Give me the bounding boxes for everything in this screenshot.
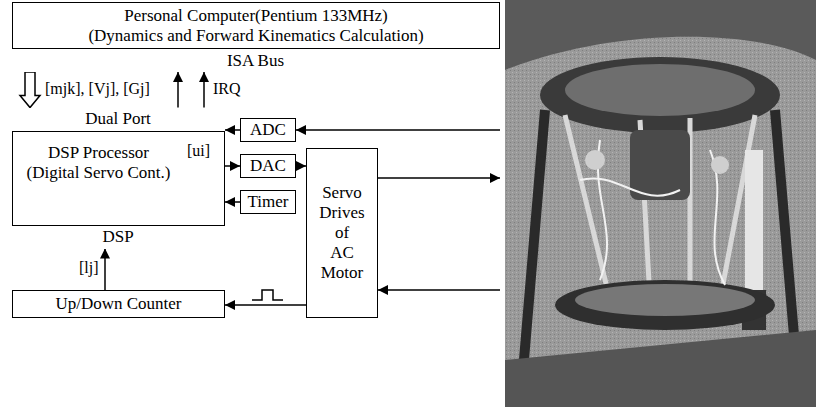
- connector-arrow: [225, 165, 240, 167]
- connector-arrow: [225, 201, 240, 203]
- signal-label: [mjk], [Vj], [Gj]: [44, 80, 151, 98]
- node-text: Servo Drives of AC Motor: [311, 183, 373, 283]
- robot-photo: [505, 0, 816, 407]
- node-text: ADC: [250, 120, 286, 140]
- joint: [711, 156, 729, 174]
- adc-box: ADC: [240, 118, 296, 142]
- node-text: ISA Bus: [227, 51, 284, 71]
- node-text: (Dynamics and Forward Kinematics Calcula…: [88, 26, 423, 46]
- floor-base: [505, 330, 816, 407]
- photo-ground: [505, 0, 816, 407]
- node-text: Personal Computer(Pentium 133MHz): [124, 6, 387, 26]
- upper-platform: [540, 57, 780, 133]
- dsp-band: DSP: [12, 225, 225, 249]
- moving-platform-top: [575, 284, 755, 316]
- connector-arrow: [203, 72, 205, 108]
- cable: [580, 140, 725, 285]
- connector-arrow: [177, 72, 179, 108]
- robot-leg: [565, 115, 755, 300]
- node-text: DSP: [102, 227, 133, 247]
- dual-port-band: Dual Port: [12, 108, 225, 132]
- connector-arrow: [296, 165, 306, 167]
- adc-input-wire: [296, 129, 500, 131]
- encoder-input-wire: [378, 289, 500, 291]
- signal-label: IRQ: [212, 80, 242, 98]
- motor-body: [630, 130, 690, 200]
- actuator-rod: [745, 150, 763, 300]
- servo-drive-box: Servo Drives of AC Motor: [306, 148, 378, 318]
- connector-arrow: [225, 304, 306, 306]
- node-text: Up/Down Counter: [55, 294, 181, 314]
- upper-platform-top: [565, 64, 755, 116]
- counter-box: Up/Down Counter: [12, 290, 225, 318]
- dsp-board-box: DSP Processor (Digital Servo Cont.) Dual …: [12, 108, 225, 248]
- node-text: DSP Processor (Digital Servo Cont.): [24, 143, 174, 183]
- bus-band: ISA Bus: [12, 48, 500, 72]
- moving-platform: [555, 280, 775, 330]
- dac-box: DAC: [240, 154, 296, 178]
- node-text: Dual Port: [85, 109, 151, 129]
- node-text: DAC: [250, 156, 286, 176]
- pulse-symbol: [252, 290, 283, 300]
- connector-arrow: [20, 72, 40, 108]
- node-text: Timer: [248, 192, 289, 212]
- motor-output-wire: [378, 177, 500, 179]
- joint: [585, 150, 605, 170]
- signal-name: [ui]: [186, 142, 211, 160]
- timer-box: Timer: [240, 190, 296, 214]
- computer-box: Personal Computer(Pentium 133MHz)(Dynami…: [12, 2, 500, 72]
- connector-arrow: [225, 129, 240, 131]
- connector-arrow: [104, 249, 106, 291]
- signal-label: [lj]: [78, 259, 100, 277]
